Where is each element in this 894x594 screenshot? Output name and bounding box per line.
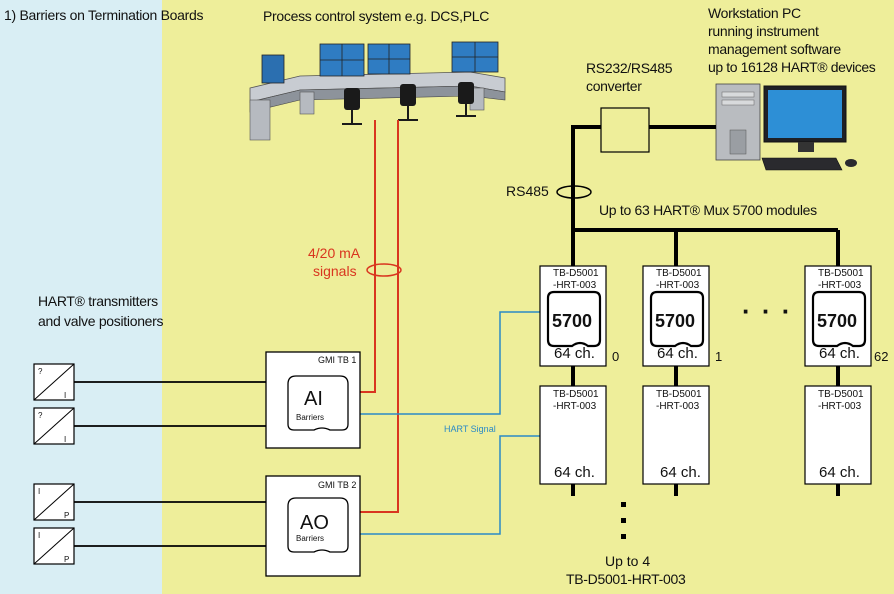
mux-1-channels: 64 ch. [657,345,698,362]
device-3-top: I [38,487,41,496]
gmi-tb-2-title: GMI TB 2 [318,480,357,490]
device-4-bottom: P [64,555,70,564]
gmi-tb-1-type: AI [304,388,323,410]
device-1-bottom: I [64,391,67,400]
workstation-line2: running instrument [708,23,819,39]
gmi-tb-2-sub: Barriers [296,534,325,543]
hart-signal-lines [352,311,540,535]
mux-0-chip: 5700 [552,311,593,331]
process-control-label: Process control system e.g. DCS,PLC [263,8,490,24]
mux-module-1 [642,265,710,367]
field-wiring [74,381,290,547]
workstation-line1: Workstation PC [708,5,801,21]
signals-label-line2: signals [313,263,357,279]
signals-label-line1: 4/20 mA [308,245,361,261]
device-2-top: ? [38,411,43,420]
ai-barrier-module [287,375,349,431]
mux-1-tb-line1: TB-D5001 [656,268,702,279]
mux-62-tb-line2: -HRT-003 [818,280,862,291]
vertical-ellipsis [621,502,626,539]
converter-line2: converter [586,78,642,94]
hart-signal-label: HART Signal [444,424,496,434]
converter-box [600,107,650,153]
mux-0-tb-line1: TB-D5001 [553,268,599,279]
up-to-4-line1: Up to 4 [605,553,651,569]
mux-62-chip: 5700 [817,311,858,331]
ext-62-tb-line1: TB-D5001 [818,389,864,400]
converter-line1: RS232/RS485 [586,60,673,76]
gmi-tb-1-sub: Barriers [296,413,325,422]
transmitters-line2: and valve positioners [38,313,164,329]
mux-62-tb-line1: TB-D5001 [818,268,864,279]
gmi-tb-2-type: AO [300,512,329,534]
rs485-label: RS485 [506,183,549,199]
ext-0-channels: 64 ch. [554,464,595,481]
transmitters-line1: HART® transmitters [38,293,158,309]
workstation-pc-illustration [715,83,857,171]
mux-module-0 [539,265,607,367]
rs485-marker [556,185,592,199]
section-label: 1) Barriers on Termination Boards [4,7,204,23]
field-device-1 [33,363,75,401]
ext-1-channels: 64 ch. [660,464,701,481]
ext-1-tb-line2: -HRT-003 [656,401,700,412]
mux-0-index: 0 [612,349,620,364]
device-2-bottom: I [64,435,67,444]
ext-1-tb-line1: TB-D5001 [656,389,702,400]
field-device-3 [33,483,75,521]
ext-0-tb-line1: TB-D5001 [553,389,599,400]
ext-0-tb-line2: -HRT-003 [553,401,597,412]
signals-marker [366,263,402,277]
control-room-illustration [249,41,506,141]
ao-barrier-module [287,497,349,553]
mux-62-index: 62 [874,349,889,364]
ext-board-62 [804,385,872,485]
mux-0-channels: 64 ch. [554,345,595,362]
module-links [571,366,840,496]
mux-1-index: 1 [715,349,723,364]
mux-0-tb-line2: -HRT-003 [553,280,597,291]
device-3-bottom: P [64,511,70,520]
mux-1-chip: 5700 [655,311,696,331]
up-to-4-line2: TB-D5001-HRT-003 [566,571,686,587]
mux-1-tb-line2: -HRT-003 [656,280,700,291]
device-1-top: ? [38,367,43,376]
ext-board-0 [539,385,607,485]
mux-count-label: Up to 63 HART® Mux 5700 modules [599,202,817,218]
ext-62-tb-line2: -HRT-003 [818,401,862,412]
field-device-4 [33,527,75,565]
network-wiring [571,125,840,270]
analog-signal-lines [352,120,399,513]
ext-board-1 [642,385,710,485]
field-device-2 [33,407,75,445]
mux-module-62 [804,265,872,367]
ext-62-channels: 64 ch. [819,464,860,481]
workstation-line4: up to 16128 HART® devices [708,59,876,75]
gmi-tb-1-title: GMI TB 1 [318,355,357,365]
horizontal-ellipsis: · · · [742,296,793,326]
mux-62-channels: 64 ch. [819,345,860,362]
workstation-line3: management software [708,41,841,57]
termination-boards-zone [0,0,162,594]
device-4-top: I [38,531,41,540]
